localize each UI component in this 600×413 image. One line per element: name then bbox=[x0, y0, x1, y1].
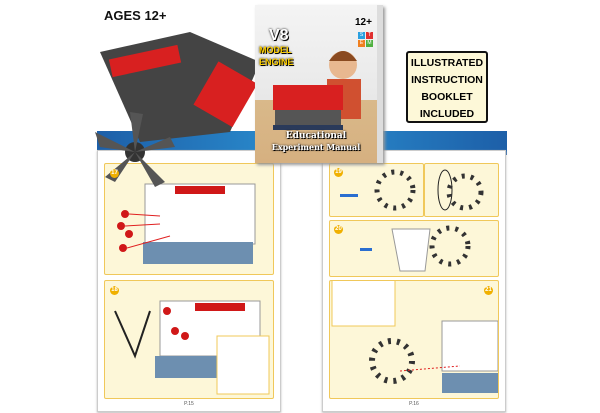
step-19b-panel bbox=[424, 163, 499, 217]
cover-photo bbox=[273, 51, 361, 130]
manual-page-left: 17 18 P.15 bbox=[97, 150, 281, 412]
callout-line: BOOKLET bbox=[421, 91, 473, 103]
step-number: 18 bbox=[110, 286, 119, 295]
stem-letter: M bbox=[366, 40, 373, 47]
stem-letter: S bbox=[358, 32, 365, 39]
stem-letter: E bbox=[358, 40, 365, 47]
step-number: 20 bbox=[334, 225, 343, 234]
age-badge: AGES 12+ bbox=[104, 8, 167, 23]
book-title: ENGINE bbox=[259, 57, 294, 67]
step-20-panel: 20 bbox=[329, 220, 499, 277]
step-17-panel: 17 bbox=[104, 163, 274, 275]
page-number: P.15 bbox=[184, 401, 194, 407]
engine-belt-diagram bbox=[114, 300, 270, 395]
callout-line: ILLUSTRATED bbox=[410, 57, 484, 69]
timing-cover-diagram bbox=[360, 225, 471, 272]
v8-engine-model-image bbox=[95, 32, 260, 187]
step-19-panel: 19 bbox=[329, 163, 424, 217]
step-21-panel: 21 bbox=[329, 280, 499, 399]
book-title: MODEL bbox=[259, 45, 292, 55]
stem-letter: T bbox=[366, 32, 373, 39]
step-number: 17 bbox=[110, 169, 119, 178]
final-assembly-diagram bbox=[331, 281, 498, 393]
fan-diagram bbox=[340, 169, 416, 211]
book-title: V8 bbox=[269, 27, 289, 44]
book-subtitle: Educational bbox=[285, 131, 347, 141]
book-age: 12+ bbox=[355, 17, 372, 28]
page-number: P.16 bbox=[409, 401, 419, 407]
book-subtitle: Experiment Manual bbox=[271, 142, 361, 152]
engine-diagram bbox=[117, 183, 256, 264]
callout-line: INSTRUCTION bbox=[411, 74, 483, 86]
step-number: 21 bbox=[484, 286, 493, 295]
manual-page-right: 19 20 21 P.16 bbox=[322, 150, 506, 412]
callout-line: INCLUDED bbox=[419, 108, 475, 120]
fan-belt-diagram bbox=[437, 169, 484, 211]
step-number: 19 bbox=[334, 168, 343, 177]
step-18-panel: 18 bbox=[104, 280, 274, 399]
instruction-booklet-callout: ILLUSTRATED INSTRUCTION BOOKLET INCLUDED bbox=[406, 51, 488, 123]
